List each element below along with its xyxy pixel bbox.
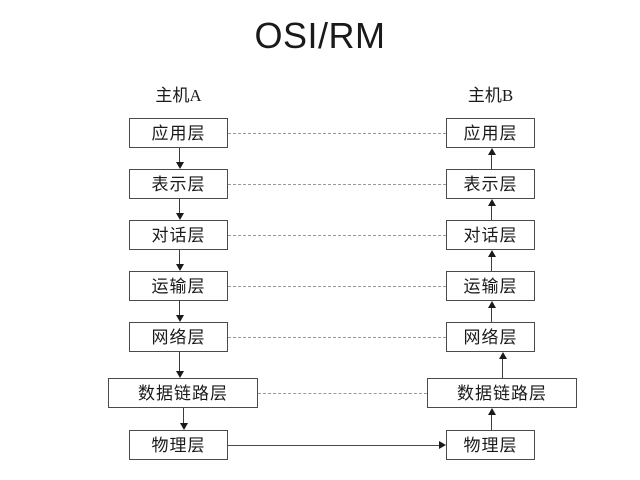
flow-arrow-left-datalink bbox=[183, 408, 184, 424]
layer-box-right-presentation[interactable]: 表示层 bbox=[446, 169, 535, 199]
page-title: OSI/RM bbox=[254, 15, 386, 56]
flow-arrowhead-right-network bbox=[499, 352, 507, 359]
layer-box-right-transport[interactable]: 运输层 bbox=[446, 271, 535, 301]
peer-link-session bbox=[228, 235, 446, 236]
flow-arrowhead-right-datalink bbox=[488, 408, 496, 415]
flow-arrow-left-session bbox=[179, 250, 180, 265]
flow-arrow-left-application bbox=[179, 148, 180, 163]
flow-arrowhead-left-datalink bbox=[180, 423, 188, 430]
flow-arrow-right-application bbox=[491, 154, 492, 169]
flow-arrow-right-datalink bbox=[491, 414, 492, 430]
layer-box-left-datalink[interactable]: 数据链路层 bbox=[108, 378, 258, 408]
peer-link-application bbox=[228, 133, 446, 134]
flow-arrow-left-presentation bbox=[179, 199, 180, 214]
flow-arrowhead-left-transport bbox=[176, 315, 184, 322]
layer-box-right-session[interactable]: 对话层 bbox=[446, 220, 535, 250]
flow-arrow-left-transport bbox=[179, 301, 180, 316]
flow-arrowhead-left-application bbox=[176, 162, 184, 169]
peer-link-arrowhead-physical bbox=[439, 441, 446, 449]
flow-arrow-right-network bbox=[502, 358, 503, 378]
peer-link-network bbox=[228, 337, 446, 338]
peer-link-presentation bbox=[228, 184, 446, 185]
flow-arrow-left-network bbox=[179, 352, 180, 372]
layer-box-left-application[interactable]: 应用层 bbox=[129, 118, 228, 148]
flow-arrowhead-left-network bbox=[176, 371, 184, 378]
layer-box-left-presentation[interactable]: 表示层 bbox=[129, 169, 228, 199]
flow-arrowhead-right-session bbox=[488, 250, 496, 257]
layer-box-left-network[interactable]: 网络层 bbox=[129, 322, 228, 352]
flow-arrowhead-left-presentation bbox=[176, 213, 184, 220]
flow-arrowhead-right-transport bbox=[488, 301, 496, 308]
column-header-host-b: 主机B bbox=[467, 86, 514, 105]
peer-link-datalink bbox=[258, 393, 427, 394]
layer-box-right-application[interactable]: 应用层 bbox=[446, 118, 535, 148]
layer-box-right-physical[interactable]: 物理层 bbox=[446, 430, 535, 460]
column-header-host-a: 主机A bbox=[155, 86, 202, 105]
flow-arrow-right-transport bbox=[491, 307, 492, 322]
layer-box-left-physical[interactable]: 物理层 bbox=[129, 430, 228, 460]
layer-box-right-datalink[interactable]: 数据链路层 bbox=[427, 378, 577, 408]
layer-box-left-session[interactable]: 对话层 bbox=[129, 220, 228, 250]
peer-link-transport bbox=[228, 286, 446, 287]
flow-arrow-right-presentation bbox=[491, 205, 492, 220]
flow-arrowhead-right-application bbox=[488, 148, 496, 155]
flow-arrowhead-right-presentation bbox=[488, 199, 496, 206]
flow-arrow-right-session bbox=[491, 256, 492, 271]
peer-link-physical bbox=[228, 445, 439, 446]
flow-arrowhead-left-session bbox=[176, 264, 184, 271]
layer-box-left-transport[interactable]: 运输层 bbox=[129, 271, 228, 301]
layer-box-right-network[interactable]: 网络层 bbox=[446, 322, 535, 352]
